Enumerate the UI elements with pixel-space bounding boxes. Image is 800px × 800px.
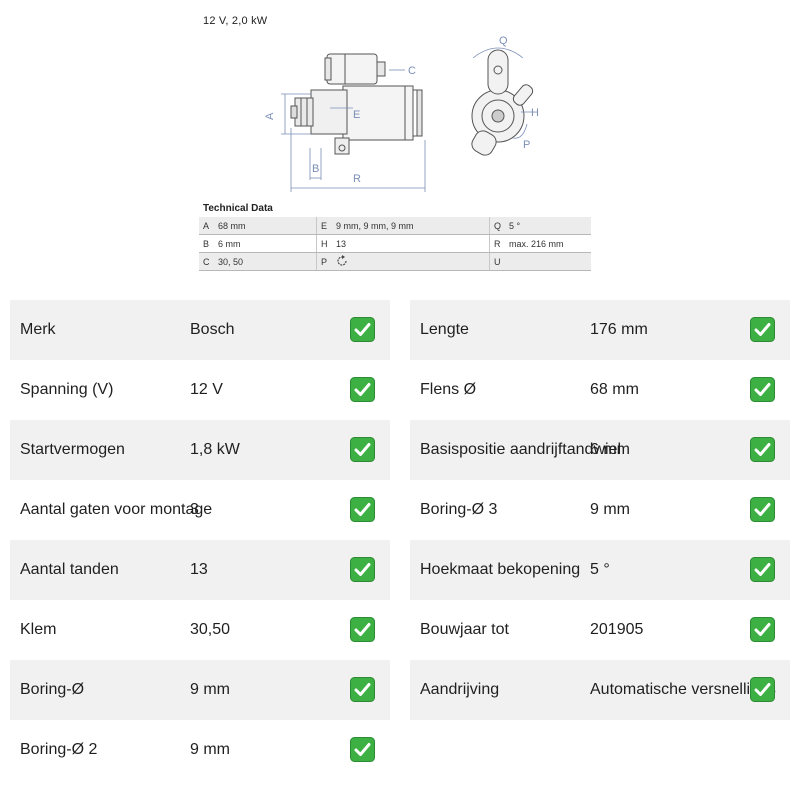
check-mark-icon	[350, 617, 375, 642]
spec-row: Lengte 176 mm	[410, 300, 790, 360]
check-mark-icon	[750, 497, 775, 522]
technical-key: C	[199, 252, 214, 271]
spec-row: Aandrijving Automatische versnellings	[410, 660, 790, 720]
dim-label-p: P	[523, 139, 530, 151]
spec-row: Startvermogen 1,8 kW	[10, 420, 390, 480]
spec-label: Startvermogen	[20, 441, 125, 458]
dim-label-h: H	[531, 107, 539, 119]
spec-row: Spanning (V) 12 V	[10, 360, 390, 420]
check-mark-icon	[350, 317, 375, 342]
spec-value: Bosch	[190, 321, 235, 338]
check-mark-icon	[750, 677, 775, 702]
spec-value: 68 mm	[590, 381, 639, 398]
spec-value: Automatische versnellings	[590, 681, 776, 698]
spec-row: Aantal tanden 13	[10, 540, 390, 600]
starter-motor-drawing: A B C E H P Q R	[264, 35, 539, 192]
technical-key: R	[489, 234, 505, 253]
spec-label: Flens Ø	[420, 381, 477, 398]
dim-label-e: E	[353, 109, 360, 121]
spec-label: Bouwjaar tot	[420, 621, 509, 638]
check-mark-icon	[750, 377, 775, 402]
technical-key: B	[199, 234, 214, 253]
dim-label-a: A	[264, 112, 276, 120]
spec-row: Boring-Ø 2 9 mm	[10, 720, 390, 780]
spec-row: Flens Ø 68 mm	[410, 360, 790, 420]
technical-value: max. 216 mm	[505, 234, 591, 253]
check-mark-icon	[350, 497, 375, 522]
check-mark-icon	[350, 677, 375, 702]
spec-value: 9 mm	[190, 741, 230, 758]
spec-label: Boring-Ø 3	[420, 501, 498, 518]
technical-key: Q	[489, 217, 505, 235]
dim-label-b: B	[312, 163, 319, 175]
technical-value: 30, 50	[214, 252, 317, 271]
check-mark-icon	[350, 737, 375, 762]
spec-row: Klem 30,50	[10, 600, 390, 660]
spec-value: 30,50	[190, 621, 231, 638]
technical-value	[332, 252, 490, 271]
check-mark-icon	[750, 617, 775, 642]
technical-value	[505, 252, 591, 271]
spec-row: Boring-Ø 3 9 mm	[410, 480, 790, 540]
technical-value: 6 mm	[214, 234, 317, 253]
technical-value: 5 °	[505, 217, 591, 235]
technical-value: 9 mm, 9 mm, 9 mm	[332, 217, 490, 235]
spec-row: Hoekmaat bekopening 5 °	[410, 540, 790, 600]
dim-label-q: Q	[499, 35, 508, 47]
spec-value: 9 mm	[590, 501, 630, 518]
spec-value: 6 mm	[590, 441, 630, 458]
spec-label: Basispositie aandrijftandwiel	[420, 441, 621, 458]
check-mark-icon	[350, 437, 375, 462]
check-mark-icon	[350, 557, 375, 582]
spec-label: Hoekmaat bekopening	[420, 561, 581, 578]
technical-data-title: Technical Data	[203, 203, 273, 214]
technical-key: E	[316, 217, 332, 235]
spec-label: Boring-Ø	[20, 681, 85, 698]
spec-label: Aantal gaten voor montage	[20, 501, 213, 518]
technical-value: 13	[332, 234, 490, 253]
spec-row: Boring-Ø 9 mm	[10, 660, 390, 720]
spec-value: 3	[190, 501, 199, 518]
dim-label-r: R	[353, 173, 361, 185]
spec-value: 201905	[590, 621, 644, 638]
technical-key: H	[316, 234, 332, 253]
spec-value: 5 °	[590, 561, 610, 578]
technical-key: U	[489, 252, 505, 271]
spec-value: 9 mm	[190, 681, 230, 698]
spec-value: 13	[190, 561, 208, 578]
spec-value: 12 V	[190, 381, 223, 398]
spec-label: Klem	[20, 621, 57, 638]
spec-label: Aantal tanden	[20, 561, 119, 578]
spec-label: Merk	[20, 321, 56, 338]
product-subtitle: 12 V, 2,0 kW	[203, 15, 268, 27]
spec-label: Aandrijving	[420, 681, 500, 698]
dim-label-c: C	[408, 65, 416, 77]
spec-row: Merk Bosch	[10, 300, 390, 360]
check-mark-icon	[750, 557, 775, 582]
technical-key: P	[316, 252, 332, 271]
specs-right-column: Lengte 176 mm Flens Ø 68 mm Basispositie aan…	[410, 300, 790, 720]
technical-key: A	[199, 217, 214, 235]
spec-row: Bouwjaar tot 201905	[410, 600, 790, 660]
technical-value: 68 mm	[214, 217, 317, 235]
spec-label: Lengte	[420, 321, 469, 338]
spec-value: 176 mm	[590, 321, 648, 338]
spec-label: Spanning (V)	[20, 381, 114, 398]
check-mark-icon	[750, 437, 775, 462]
rotation-direction-icon	[337, 254, 347, 266]
spec-label: Boring-Ø 2	[20, 741, 98, 758]
check-mark-icon	[350, 377, 375, 402]
spec-value: 1,8 kW	[190, 441, 240, 458]
check-mark-icon	[750, 317, 775, 342]
